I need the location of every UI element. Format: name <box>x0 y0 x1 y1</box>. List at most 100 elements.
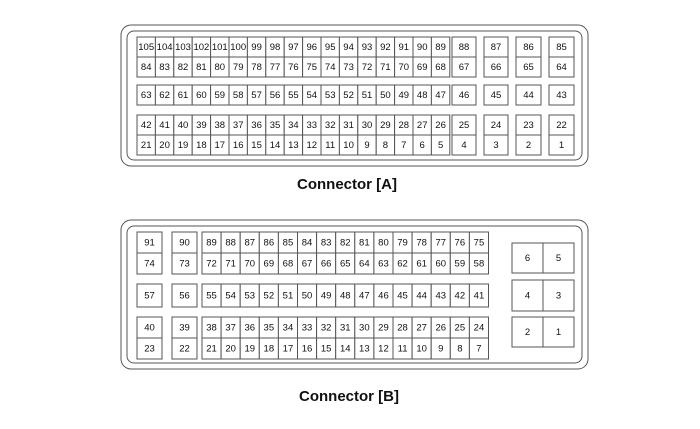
connector-b-pin-16: 16 <box>297 337 318 360</box>
pin-number-label: 12 <box>307 140 318 151</box>
pin-number-label: 30 <box>359 323 370 334</box>
connector-b-pin-46: 46 <box>373 283 394 308</box>
connector-b-pin-22: 22 <box>171 337 198 360</box>
connector-a-pin-16: 16 <box>228 134 248 156</box>
connector-b-pin-87: 87 <box>239 231 260 254</box>
connector-a-pin-5: 5 <box>430 134 451 156</box>
pin-number-label: 23 <box>144 344 155 355</box>
connector-b-pin-42: 42 <box>449 283 470 308</box>
pin-number-label: 71 <box>225 259 236 270</box>
connector-a-pin-99: 99 <box>246 36 267 58</box>
connector-a-pin-69: 69 <box>412 56 432 78</box>
connector-a-pin-7: 7 <box>394 134 414 156</box>
pin-cell <box>483 84 509 106</box>
pin-number-label: 16 <box>302 344 313 355</box>
connector-b-pin-32: 32 <box>316 316 337 339</box>
connector-a-pin-104: 104 <box>154 36 175 58</box>
connector-b-pin-71: 71 <box>220 252 241 275</box>
connector-b-pin-33: 33 <box>297 316 318 339</box>
pin-number-label: 17 <box>215 140 226 151</box>
pin-number-label: 5 <box>556 253 561 264</box>
connector-b-pin-52: 52 <box>258 283 279 308</box>
pin-number-label: 86 <box>264 238 275 249</box>
pin-number-label: 78 <box>251 62 262 73</box>
connector-a-pin-65: 65 <box>515 56 542 78</box>
connector-a-outer-frame <box>120 24 589 167</box>
pin-cell <box>136 283 163 308</box>
connector-b-inner-frame <box>126 225 583 364</box>
connector-a-pin-73: 73 <box>338 56 359 78</box>
pin-number-label: 57 <box>144 291 155 302</box>
connector-b-pin-10: 10 <box>411 337 432 360</box>
pin-number-label: 9 <box>438 344 443 355</box>
pin-cell <box>548 56 575 78</box>
connector-b-pin-81: 81 <box>354 231 375 254</box>
connector-a-pin-51: 51 <box>357 84 377 106</box>
connector-a-pin-93: 93 <box>357 36 377 58</box>
connector-a-pin-83: 83 <box>154 56 175 78</box>
connector-a-pin-28: 28 <box>394 114 414 136</box>
pin-number-label: 42 <box>141 120 152 131</box>
pin-number-label: 43 <box>435 291 446 302</box>
connector-b-pin-48: 48 <box>335 283 356 308</box>
connector-b-pin-58: 58 <box>468 252 489 275</box>
pin-number-label: 32 <box>325 120 336 131</box>
connector-b-pin-88: 88 <box>220 231 241 254</box>
pin-number-label: 65 <box>340 259 351 270</box>
pin-number-label: 67 <box>302 259 313 270</box>
connector-a-pin-70: 70 <box>394 56 414 78</box>
pin-number-label: 27 <box>416 323 427 334</box>
connector-b-pin-2: 2 <box>511 316 544 348</box>
connector-b-pin-3: 3 <box>542 279 575 312</box>
pin-number-label: 43 <box>556 90 567 101</box>
pin-number-label: 54 <box>225 291 236 302</box>
pin-number-label: 52 <box>264 291 275 302</box>
pin-number-label: 31 <box>340 323 351 334</box>
pin-number-label: 29 <box>380 120 391 131</box>
connector-b-pin-19: 19 <box>239 337 260 360</box>
connector-a-pin-11: 11 <box>320 134 340 156</box>
connector-b-pin-5: 5 <box>542 242 575 274</box>
connector-a-pin-85: 85 <box>548 36 575 58</box>
connector-a-pin-29: 29 <box>375 114 396 136</box>
connector-a-pin-100: 100 <box>228 36 248 58</box>
pin-number-label: 77 <box>270 62 281 73</box>
pin-cell <box>542 279 575 312</box>
pin-number-label: 30 <box>362 120 373 131</box>
connector-a-pin-26: 26 <box>430 114 451 136</box>
pin-number-label: 11 <box>325 140 335 151</box>
pin-number-label: 100 <box>230 42 246 53</box>
pin-cell <box>542 242 575 274</box>
connector-b-pin-76: 76 <box>449 231 470 254</box>
connector-a-pin-12: 12 <box>302 134 322 156</box>
pin-number-label: 59 <box>215 90 226 101</box>
pin-number-label: 91 <box>399 42 410 53</box>
connector-a-pin-47: 47 <box>430 84 451 106</box>
connector-a-pin-19: 19 <box>173 134 193 156</box>
pin-cell <box>451 56 477 78</box>
pin-number-label: 21 <box>141 140 152 151</box>
pin-number-label: 73 <box>343 62 354 73</box>
connector-a-pin-102: 102 <box>191 36 212 58</box>
pin-cell <box>430 134 451 156</box>
connector-b-pin-66: 66 <box>316 252 337 275</box>
connector-b-pin-78: 78 <box>411 231 432 254</box>
connector-a-pin-39: 39 <box>191 114 212 136</box>
pin-number-label: 46 <box>459 90 470 101</box>
pin-number-label: 65 <box>523 62 534 73</box>
pin-number-label: 56 <box>270 90 281 101</box>
pin-number-label: 104 <box>157 42 173 53</box>
connector-b-pin-82: 82 <box>335 231 356 254</box>
connector-a-pin-62: 62 <box>154 84 175 106</box>
pin-number-label: 85 <box>556 42 567 53</box>
connector-a-pin-20: 20 <box>154 134 175 156</box>
pin-number-label: 53 <box>325 90 336 101</box>
connector-a-pin-8: 8 <box>375 134 396 156</box>
connector-b-pin-72: 72 <box>201 252 222 275</box>
pin-number-label: 52 <box>343 90 354 101</box>
connector-b-pin-63: 63 <box>373 252 394 275</box>
pin-number-label: 70 <box>399 62 410 73</box>
connector-b-pin-30: 30 <box>354 316 375 339</box>
